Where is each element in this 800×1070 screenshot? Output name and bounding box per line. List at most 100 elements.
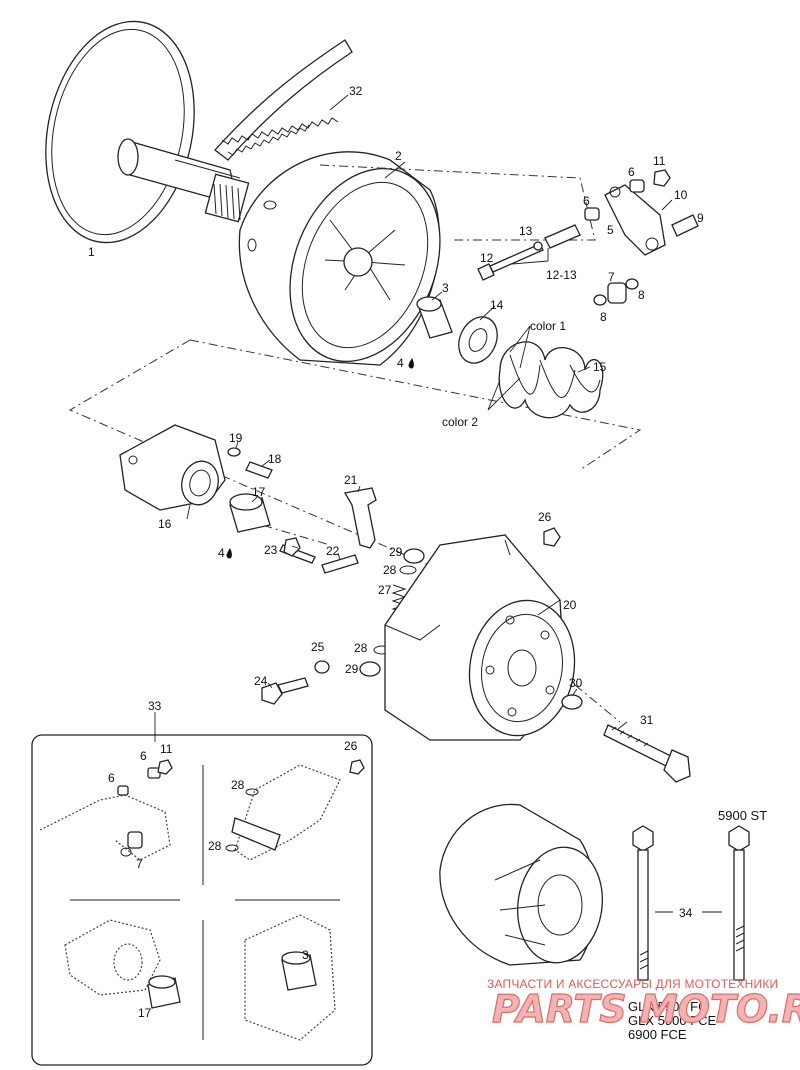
label-part-28a: 28	[383, 563, 397, 577]
model-labels: 5900 ST GLX 5900 FC GLX 5900 FCE 6900 FC…	[628, 808, 767, 1042]
model-label-6900-fce: 6900 FCE	[628, 1027, 687, 1042]
part-12-bolt	[477, 243, 544, 281]
part-7-roller	[607, 282, 627, 304]
label-part-6b: 6	[583, 194, 590, 208]
watermark-tagline: ЗАПЧАСТИ И АКСЕССУАРЫ ДЛЯ МОТОТЕХНИКИ	[487, 977, 778, 991]
inset-housing-bushing	[244, 914, 336, 1041]
label-spring-color-2: color 2	[442, 415, 478, 429]
inset-cam-assembly	[225, 759, 365, 861]
part-24-bolt	[261, 677, 309, 705]
label-part-28b: 28	[354, 641, 368, 655]
label-part-26: 26	[538, 510, 552, 524]
part-8-washers	[593, 278, 639, 306]
model-label-glx-5900-fc: GLX 5900 FC	[628, 999, 708, 1014]
part-labels: 1 2 3 4 4 5 6 6 7 8 8 9 10 11 12 12-13 1…	[88, 84, 704, 1020]
watermark-logo: PARTS MOTO.RU	[492, 987, 800, 1031]
assembly-line-middle-left	[68, 339, 441, 571]
inset-label-28a: 28	[231, 778, 245, 792]
label-part-4: 4	[397, 356, 404, 370]
part-18-screw	[245, 461, 273, 479]
part-6-rollers	[584, 179, 645, 221]
label-part-33: 33	[148, 699, 162, 713]
part-29-caps	[359, 548, 425, 677]
label-part-20: 20	[563, 598, 577, 612]
label-part-29a: 29	[389, 545, 403, 559]
part-30-washer	[561, 694, 583, 710]
part-34-bolts	[632, 825, 750, 981]
label-part-34: 34	[679, 906, 693, 920]
inset-33-box	[31, 734, 373, 1066]
part-9-pin	[671, 214, 699, 237]
label-part-10: 10	[674, 188, 688, 202]
part-16-spider	[119, 424, 226, 511]
part-20-movable-sheave	[384, 534, 576, 741]
part-32-belt	[214, 39, 353, 161]
inset-label-7: 7	[136, 857, 143, 871]
label-part-1: 1	[88, 245, 95, 259]
label-part-19: 19	[229, 431, 243, 445]
label-part-30: 30	[569, 676, 583, 690]
label-part-3: 3	[442, 281, 449, 295]
watermark: ЗАПЧАСТИ И АКСЕССУАРЫ ДЛЯ МОТОТЕХНИКИ PA…	[487, 977, 800, 1032]
part-11-nut	[653, 169, 671, 187]
label-part-18: 18	[268, 452, 282, 466]
label-part-12: 12	[480, 251, 494, 265]
label-part-23: 23	[264, 543, 278, 557]
inset-spider-bushing	[64, 919, 181, 1009]
inset-arm-assembly	[39, 759, 173, 861]
part-31-bolt	[603, 724, 691, 783]
label-part-7: 7	[608, 270, 615, 284]
inset-label-26: 26	[344, 739, 358, 753]
label-part-2: 2	[395, 149, 402, 163]
label-part-13: 13	[519, 224, 533, 238]
inset-label-28b: 28	[208, 839, 222, 853]
part-5-lever-arm	[604, 184, 666, 256]
label-part-22: 22	[326, 544, 340, 558]
label-part-6a: 6	[628, 165, 635, 179]
label-part-29b: 29	[345, 662, 359, 676]
grease-drop-icon	[226, 548, 232, 559]
inset-label-6a: 6	[140, 749, 147, 763]
label-part-4b: 4	[218, 546, 225, 560]
part-23-bolt	[279, 537, 316, 564]
label-part-25: 25	[311, 640, 325, 654]
label-part-5: 5	[607, 223, 614, 237]
inset-label-17: 17	[138, 1006, 152, 1020]
model-label-5900-st: 5900 ST	[718, 808, 767, 823]
label-part-16: 16	[158, 517, 172, 531]
label-part-12-13: 12-13	[546, 268, 577, 282]
part-10-cotter	[661, 199, 673, 211]
part-25-washer	[314, 660, 330, 674]
part-2-housing	[238, 151, 441, 366]
label-part-14: 14	[490, 298, 504, 312]
label-part-11: 11	[653, 154, 666, 168]
part-15-spring	[498, 341, 604, 419]
label-part-15: 15	[593, 360, 607, 374]
part-21-cam-arm	[343, 487, 377, 549]
part-17-bushing	[229, 493, 271, 533]
label-part-24: 24	[254, 674, 268, 688]
part-22-pin	[321, 554, 359, 574]
inset-label-6b: 6	[108, 771, 115, 785]
model-label-glx-5900-fce: GLX 5900 FCE	[628, 1013, 716, 1028]
part-3-bushing	[416, 296, 453, 339]
part-34-sheave-assembly	[439, 803, 604, 966]
leader-lines	[154, 94, 628, 742]
inset-label-11: 11	[160, 742, 173, 756]
label-part-9: 9	[697, 211, 704, 225]
label-spring-color-1: color 1	[530, 319, 566, 333]
label-part-31: 31	[640, 713, 654, 727]
label-part-8a: 8	[638, 288, 645, 302]
part-13-sleeve	[533, 224, 581, 251]
label-part-17: 17	[252, 485, 266, 499]
part-19-washer	[227, 447, 241, 457]
label-part-32: 32	[349, 84, 363, 98]
part-26-nut	[543, 527, 561, 547]
part-1-drive-sheave	[45, 20, 250, 244]
label-part-21: 21	[344, 473, 358, 487]
part-14-washer	[458, 316, 498, 364]
grease-drop-icon	[408, 358, 414, 369]
inset-label-3: 3	[302, 948, 309, 962]
